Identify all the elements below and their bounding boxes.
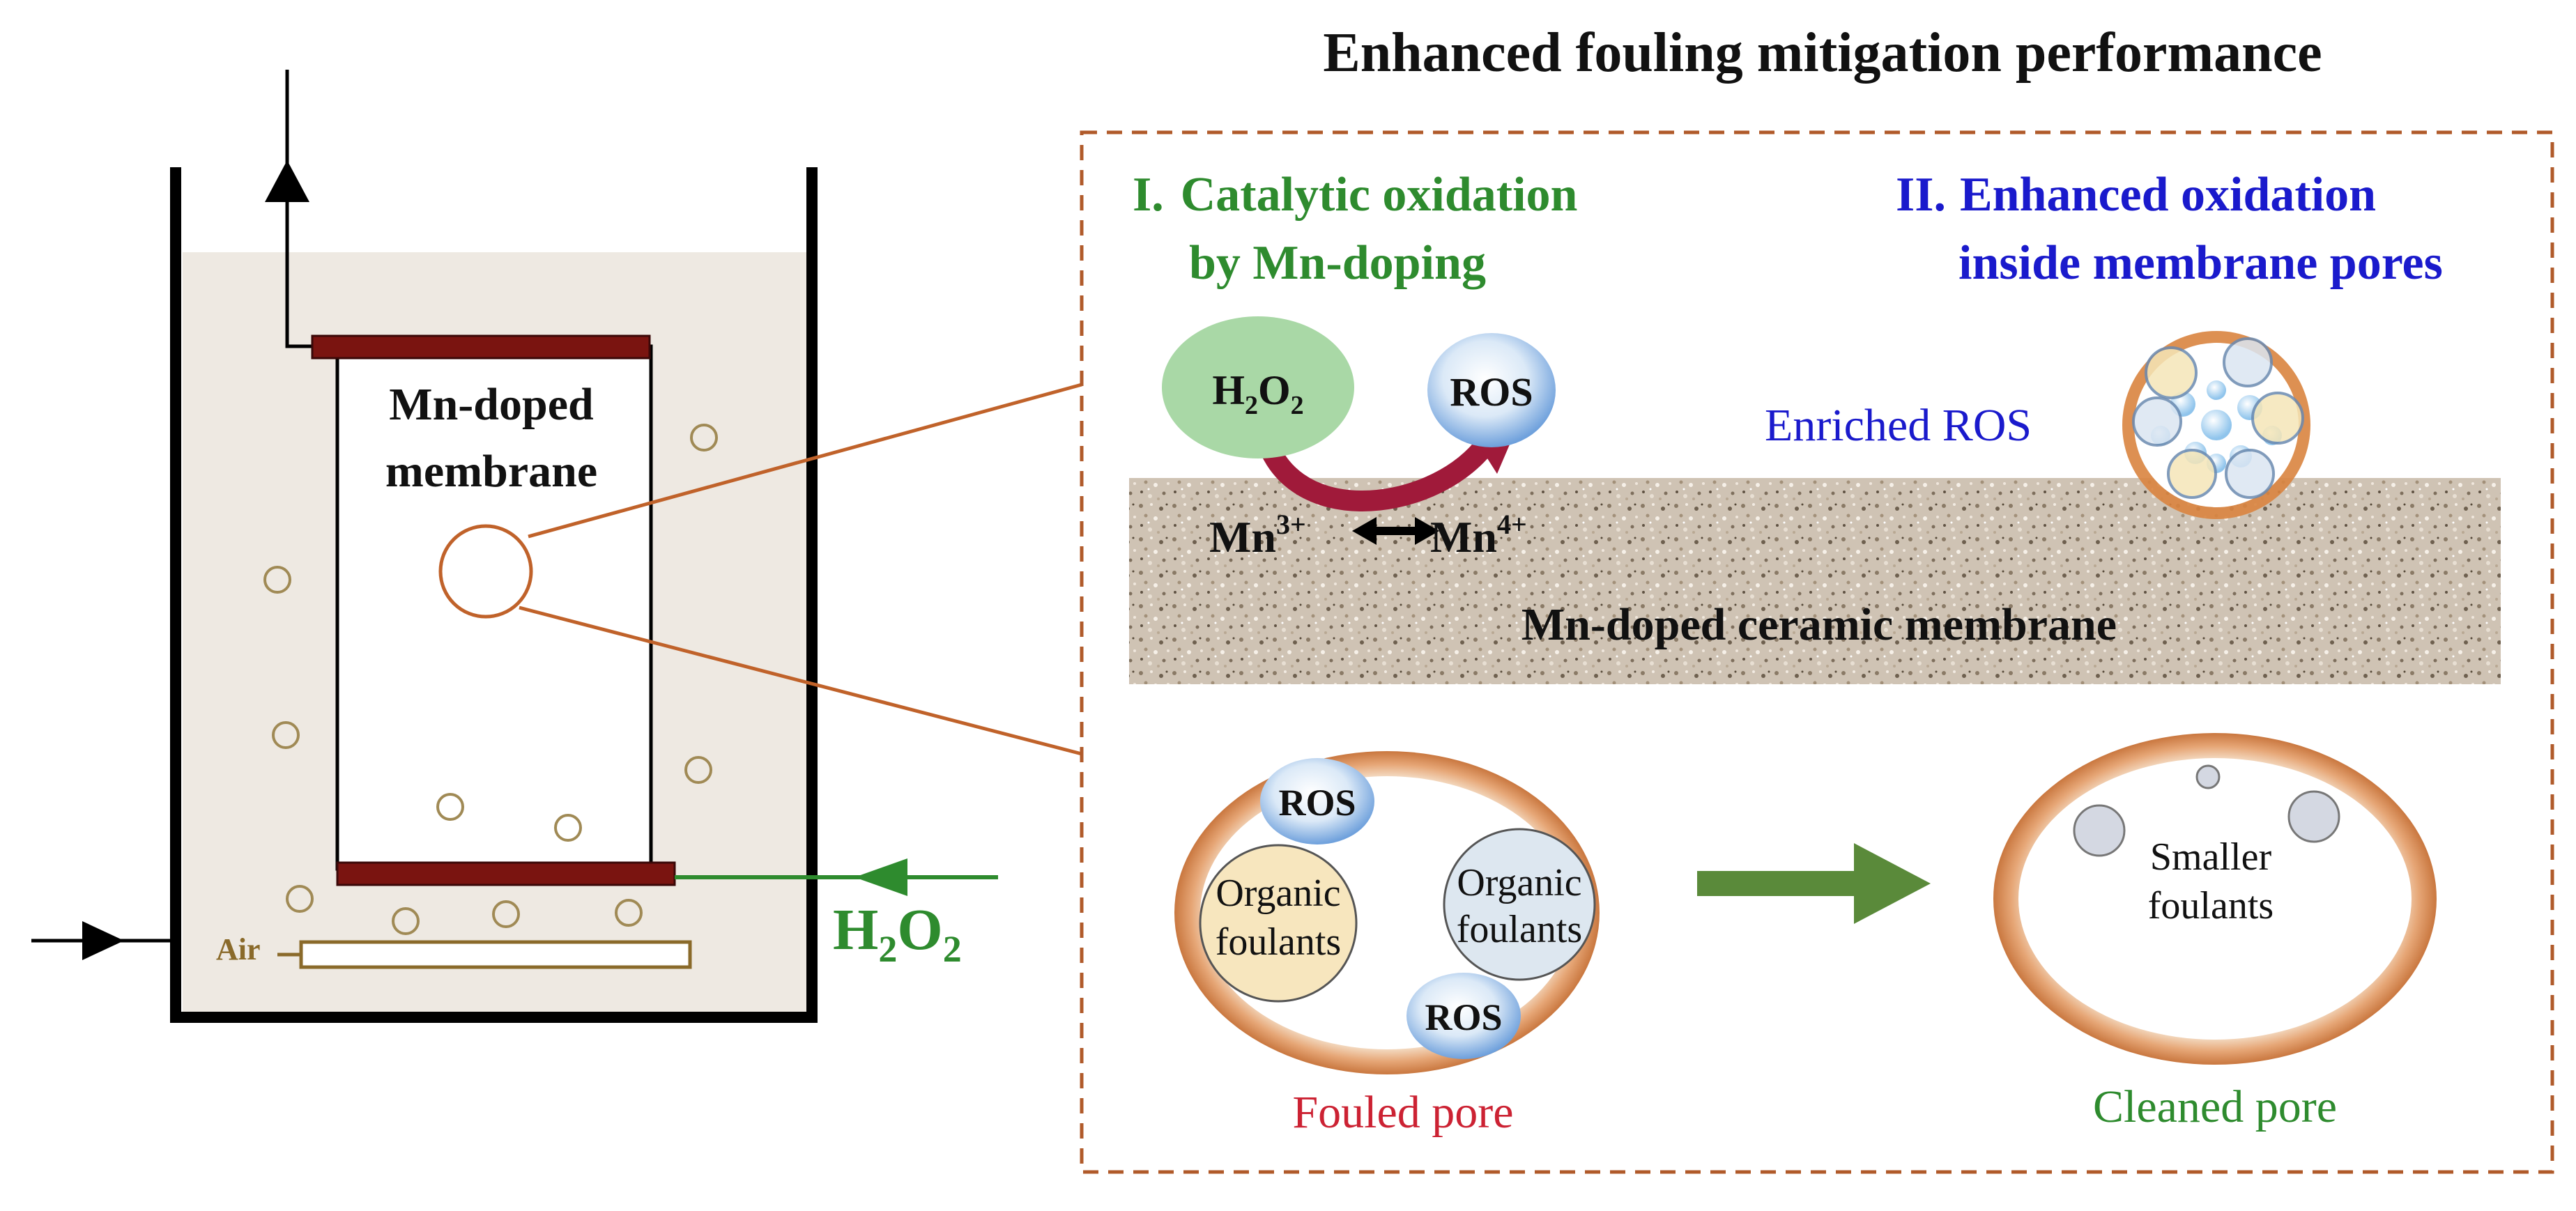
membrane-label-line2: membrane <box>385 446 597 497</box>
outlet-arrow-icon <box>265 160 309 202</box>
air-bubble <box>286 885 314 913</box>
inlet-arrow-icon <box>82 921 124 960</box>
zoom-line-top <box>528 383 1082 539</box>
air-bubbles <box>263 424 718 935</box>
mn4-label: Mn4+ <box>1430 509 1527 562</box>
air-bubble <box>684 756 712 784</box>
zoom-circle <box>438 524 533 619</box>
cleaned-pore-caption: Cleaned pore <box>2093 1081 2337 1132</box>
foulant-left-line1: Organic <box>1216 872 1340 915</box>
bottom-plate <box>336 861 676 886</box>
aerator-tube <box>299 940 692 969</box>
mn3-label: Mn3+ <box>1209 509 1306 562</box>
air-bubble <box>554 814 582 842</box>
membrane-module: Mn-doped membrane <box>311 334 676 886</box>
section1-heading: I.Catalytic oxidation <box>1133 168 1577 222</box>
foulant-right-line2: foulants <box>1457 908 1582 951</box>
enriched-ros-label: Enriched ROS <box>1765 400 2032 451</box>
fouled-pore-caption: Fouled pore <box>1292 1087 1513 1138</box>
small-foulant <box>2195 764 2221 789</box>
h2o2-bubble <box>1162 316 1354 458</box>
zoom-line-bottom <box>519 606 1082 756</box>
cycle-curve <box>1252 424 1493 511</box>
air-label: Air <box>216 932 261 966</box>
top-plate <box>311 334 651 360</box>
air-bubble <box>263 566 291 594</box>
feed-inlet <box>31 921 176 960</box>
ros-bubble-top <box>1260 758 1374 844</box>
foulant-right <box>1443 828 1596 981</box>
cleaned-text-line1: Smaller <box>2150 835 2272 879</box>
enriched-ros-pore <box>2122 331 2310 519</box>
foulant-left-line2: foulants <box>1216 920 1341 964</box>
diagram-title: Enhanced fouling mitigation performance <box>1323 22 2322 84</box>
cleaned-text-line2: foulants <box>2148 884 2274 927</box>
section1-heading-line2: by Mn-doping <box>1189 236 1486 290</box>
ros-top-label: ROS <box>1278 782 1356 824</box>
h2o2-dosing-label: H2O2 <box>833 897 962 970</box>
ros-bubble-bottom <box>1406 973 1521 1059</box>
ros-bubble <box>1427 333 1556 447</box>
air-bubble <box>492 900 520 928</box>
air-bubble <box>392 907 420 935</box>
catalytic-cycle: H2O2 ROS Mn3+ Mn4+ <box>1162 316 1556 562</box>
double-arrow-icon <box>1352 517 1439 545</box>
ros-bottom-label: ROS <box>1425 996 1502 1038</box>
section2-heading-line2: inside membrane pores <box>1958 236 2443 290</box>
ceramic-membrane-strip <box>1129 478 2501 684</box>
foulant-left <box>1199 844 1358 1003</box>
permeate-outlet <box>265 70 312 348</box>
membrane-strip-label: Mn-doped ceramic membrane <box>1521 599 2117 650</box>
cleaned-pore: Smaller foulants <box>1993 733 2437 1065</box>
transition-arrow-icon <box>1697 843 1931 924</box>
air-bubble <box>615 899 643 927</box>
zoom-panel-border <box>1080 130 2554 1174</box>
h2o2-dosing: H2O2 <box>675 858 998 970</box>
reactor-wall <box>170 167 818 1023</box>
dosing-arrow-icon <box>854 858 907 896</box>
small-foulant <box>2287 790 2340 843</box>
membrane-label-line1: Mn-doped <box>389 379 593 430</box>
air-bubble <box>272 721 300 749</box>
cycle-h2o2-label: H2O2 <box>1212 367 1303 420</box>
air-bubble <box>690 424 718 452</box>
foulant-right-line1: Organic <box>1457 861 1581 904</box>
fouled-pore: Organic foulants Organic foulants ROS RO… <box>1174 751 1600 1074</box>
section2-heading: II.Enhanced oxidation <box>1896 168 2376 222</box>
air-bubble <box>436 793 464 821</box>
aerator: Air <box>216 932 692 969</box>
cycle-ros-label: ROS <box>1450 369 1533 415</box>
small-foulant <box>2073 804 2126 857</box>
